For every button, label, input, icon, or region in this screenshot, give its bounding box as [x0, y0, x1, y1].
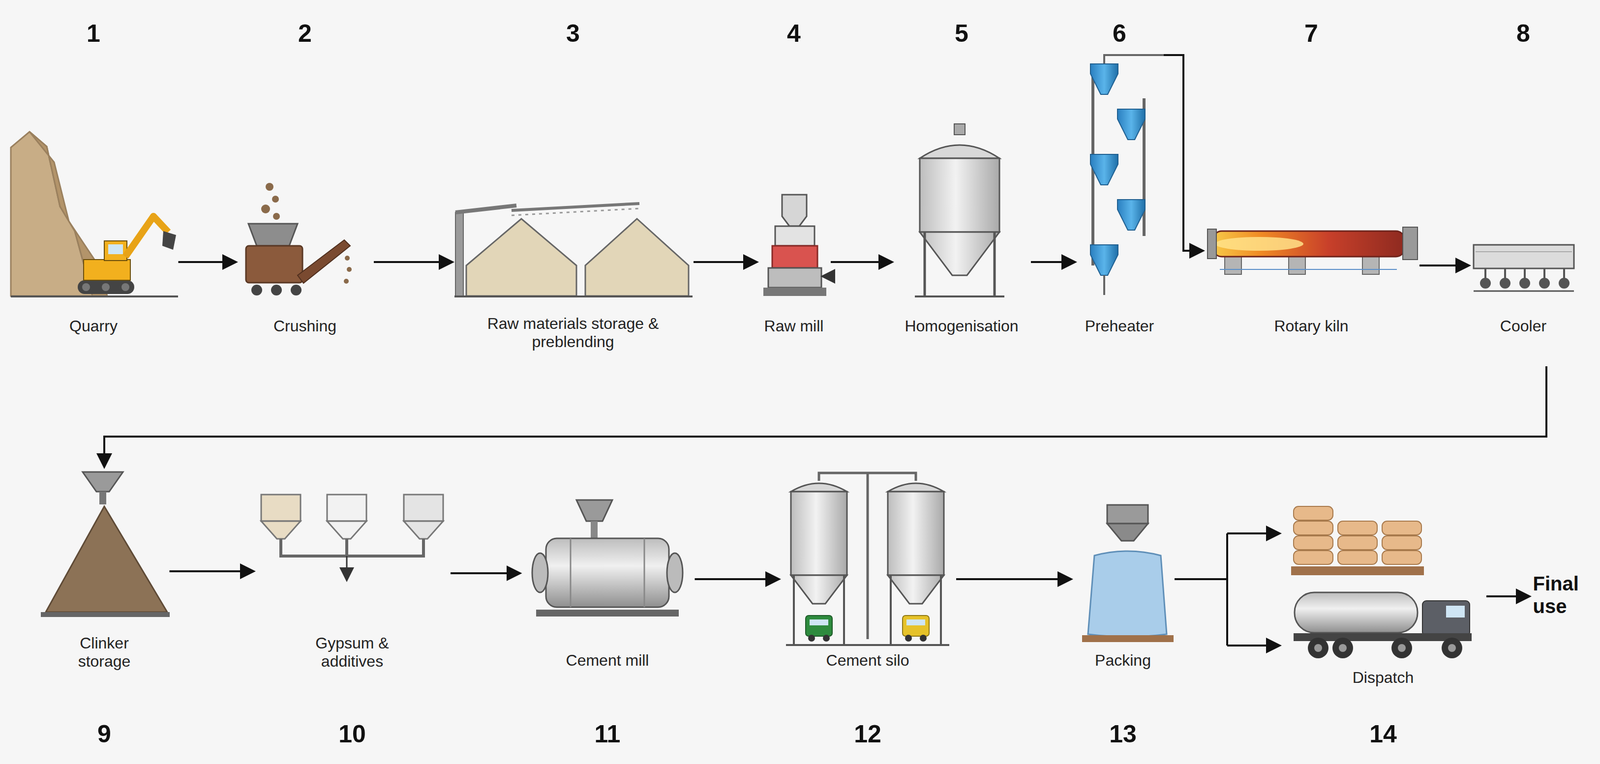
- stage-label: Clinker storage: [62, 634, 147, 671]
- flow-arrow: [169, 571, 255, 573]
- stage-label: Rotary kiln: [1273, 317, 1349, 336]
- callout-number: 11: [594, 720, 621, 750]
- dispatch-figure: [1291, 506, 1472, 659]
- stage-label: Quarry: [69, 317, 118, 336]
- callout-number: 6: [1112, 19, 1127, 49]
- rotary-kiln-figure: [1207, 227, 1418, 275]
- flow-arrow: [104, 366, 1547, 468]
- callout-number: 5: [954, 19, 969, 49]
- process-stage: 2Crushing: [236, 19, 374, 367]
- connector-line: [1174, 533, 1228, 646]
- process-stage: 3Raw materials storage & preblending: [452, 19, 694, 367]
- preheater-figure: [1090, 55, 1164, 296]
- callout-number: 12: [853, 720, 882, 750]
- stage-label: Cooler: [1500, 317, 1547, 336]
- stage-label: Crushing: [273, 317, 337, 336]
- connector-line: [178, 261, 237, 264]
- flow-arrow: [693, 262, 757, 263]
- connector-line: [1419, 264, 1470, 267]
- connector-line: [450, 572, 521, 575]
- connector-line: [1163, 55, 1204, 251]
- crusher-figure: [245, 182, 352, 296]
- callout-number: 8: [1516, 19, 1531, 49]
- flow-arrow: [373, 262, 453, 263]
- flow-arrow: [830, 262, 893, 263]
- connector-line: [1227, 644, 1280, 647]
- connector-line: [1486, 595, 1530, 598]
- connector-line: [169, 570, 255, 573]
- connector-line: [694, 578, 780, 581]
- stage-label: Packing: [1094, 651, 1151, 670]
- process-stage: Cement silo 12: [779, 467, 957, 758]
- packing-figure: [1082, 505, 1174, 643]
- clinker-pile-figure: [40, 472, 170, 618]
- additive-hoppers-figure: [261, 494, 444, 580]
- process-stage: 8Cooler: [1469, 19, 1578, 367]
- process-stage: Final use: [1529, 565, 1592, 625]
- flow-arrow: [956, 579, 1072, 580]
- callout-number: 1: [86, 19, 101, 49]
- ball-mill-figure: [532, 500, 683, 617]
- flow-arrow: [1163, 55, 1204, 251]
- callout-number: 3: [464, 19, 682, 49]
- quarry-figure: [10, 131, 179, 297]
- callout-number: 14: [1369, 720, 1397, 750]
- flow-arrow: [1419, 265, 1470, 267]
- flow-arrow: [1486, 596, 1530, 598]
- callout-number: 7: [1304, 19, 1319, 49]
- connector-line: [830, 261, 893, 264]
- stage-label: Cement silo: [826, 651, 910, 670]
- raw-mill-figure: [763, 194, 830, 297]
- stage-label: Dispatch: [1352, 668, 1415, 688]
- callout-number: 9: [62, 720, 147, 750]
- callout-number: 4: [786, 19, 801, 49]
- cooler-figure: [1473, 244, 1574, 292]
- storage-hall-figure: [454, 203, 693, 297]
- flow-arrow: [1174, 533, 1280, 646]
- connector-line: [956, 578, 1072, 581]
- process-stage: Packing 13: [1071, 467, 1175, 758]
- flow-arrow: [450, 573, 521, 574]
- stage-label: Cement mill: [566, 651, 650, 670]
- silo-figure: [914, 123, 1005, 297]
- callout-number: 2: [298, 19, 312, 49]
- callout-number: 13: [1109, 720, 1137, 750]
- process-stage: Clinker storage 9: [39, 467, 170, 758]
- end-label: Final use: [1533, 572, 1589, 618]
- process-stage: Gypsum & additives 10: [253, 467, 451, 758]
- process-stage: 1Quarry: [8, 19, 179, 367]
- connector-line: [1227, 532, 1280, 535]
- stage-label: Homogenisation: [904, 317, 1019, 336]
- process-stage: Dispatch 14: [1279, 467, 1487, 758]
- process-stage: 5Homogenisation: [892, 19, 1031, 367]
- process-stage: 4Raw mill: [756, 19, 831, 367]
- stage-label: Raw mill: [764, 317, 824, 336]
- cement-silos-figure: [785, 473, 950, 646]
- process-stage: 6Preheater: [1075, 19, 1164, 367]
- connector-line: [104, 366, 1547, 468]
- flow-arrow: [1030, 262, 1076, 263]
- connector-line: [373, 261, 453, 264]
- process-stage: 7Rotary kiln: [1203, 19, 1420, 367]
- connector-line: [693, 261, 757, 264]
- flow-arrow: [178, 262, 237, 263]
- callout-number: 10: [302, 720, 402, 750]
- connector-line: [1030, 261, 1076, 264]
- process-stage: Cement mill 11: [520, 467, 695, 758]
- flow-arrow: [694, 579, 780, 580]
- stage-label: Raw materials storage & preblending: [464, 314, 682, 352]
- stage-label: Preheater: [1085, 317, 1155, 336]
- stage-label: Gypsum & additives: [302, 634, 402, 671]
